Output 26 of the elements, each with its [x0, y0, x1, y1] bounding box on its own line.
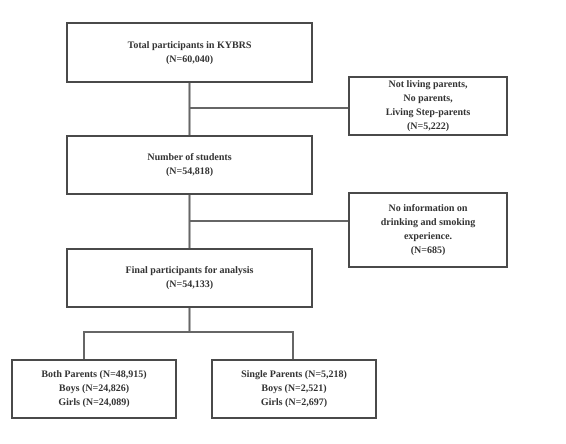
node-heading: No information on drinking and smoking experience.: [380, 202, 476, 244]
node-text: Girls (N=24,089): [58, 396, 130, 410]
process-box: [11, 359, 177, 419]
node-text: Girls (N=2,697): [260, 396, 328, 410]
connector-line: [188, 83, 190, 135]
node-text: (N=54,133): [166, 278, 214, 292]
node-heading: Number of students: [147, 151, 232, 165]
process-box: [211, 359, 377, 419]
node-text: Boys (N=24,826): [58, 382, 130, 396]
process-box: [66, 135, 313, 195]
process-box: [66, 248, 313, 308]
node-text: No parents,: [403, 92, 453, 106]
node-heading: Final participants for analysis: [126, 264, 254, 278]
node-heading: Both Parents (N=48,915): [41, 368, 147, 382]
node-text: Boys (N=2,521): [261, 382, 327, 396]
node-text: (N=5,222): [406, 120, 450, 134]
node-text: (N=54,818): [166, 165, 214, 179]
node-heading: Total participants in KYBRS: [128, 38, 252, 52]
node-text: (N=685): [410, 244, 446, 258]
process-box: [348, 192, 508, 268]
node-text: (N=60,040): [166, 52, 214, 66]
node-heading: Not living parents,: [388, 78, 468, 92]
process-box: [66, 22, 313, 83]
node-text: Living Step-parents: [386, 106, 470, 120]
node-heading: Single Parents (N=5,218): [241, 368, 347, 382]
process-box: [348, 76, 508, 136]
